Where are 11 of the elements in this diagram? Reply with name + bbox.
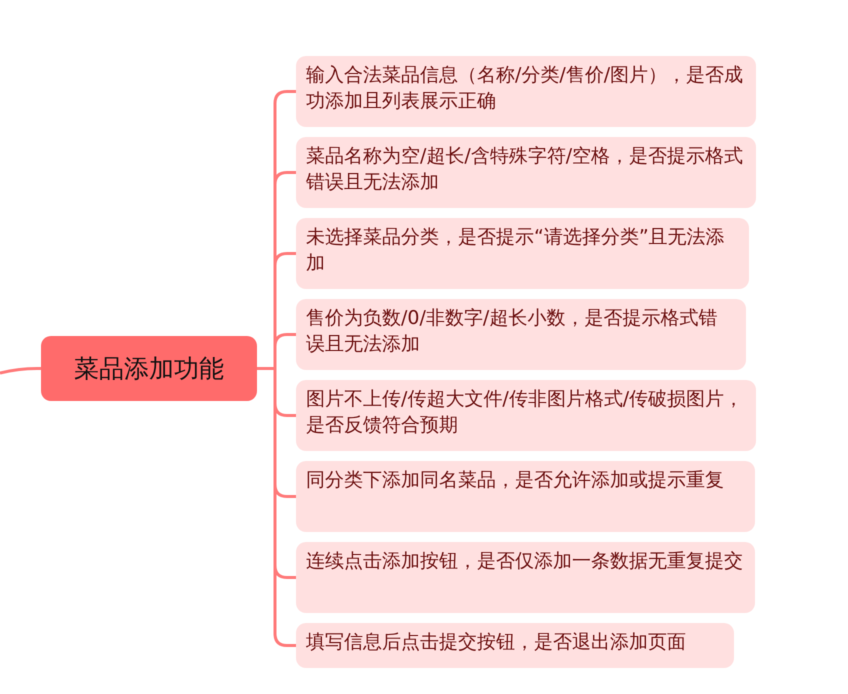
subtopic-box: 售价为负数/0/非数字/超长小数，是否提示格式错误且无法添加	[296, 299, 746, 370]
connector-line	[0, 366, 42, 374]
subtopic-box: 连续点击添加按钮，是否仅添加一条数据无重复提交	[296, 542, 755, 613]
subtopic-box: 填写信息后点击提交按钮，是否退出添加页面	[296, 623, 734, 668]
connector-line	[257, 367, 296, 647]
subtopic-box: 未选择菜品分类，是否提示“请选择分类”且无法添加	[296, 218, 749, 289]
topic-box: 菜品添加功能	[41, 336, 257, 401]
subtopic-box: 同分类下添加同名菜品，是否允许添加或提示重复	[296, 461, 755, 532]
subtopic-box: 菜品名称为空/超长/含特殊字符/空格，是否提示格式错误且无法添加	[296, 137, 756, 208]
subtopic-box: 输入合法菜品信息（名称/分类/售价/图片），是否成功添加且列表展示正确	[296, 56, 756, 127]
subtopic-box: 图片不上传/传超大文件/传非图片格式/传破损图片，是否反馈符合预期	[296, 380, 756, 451]
